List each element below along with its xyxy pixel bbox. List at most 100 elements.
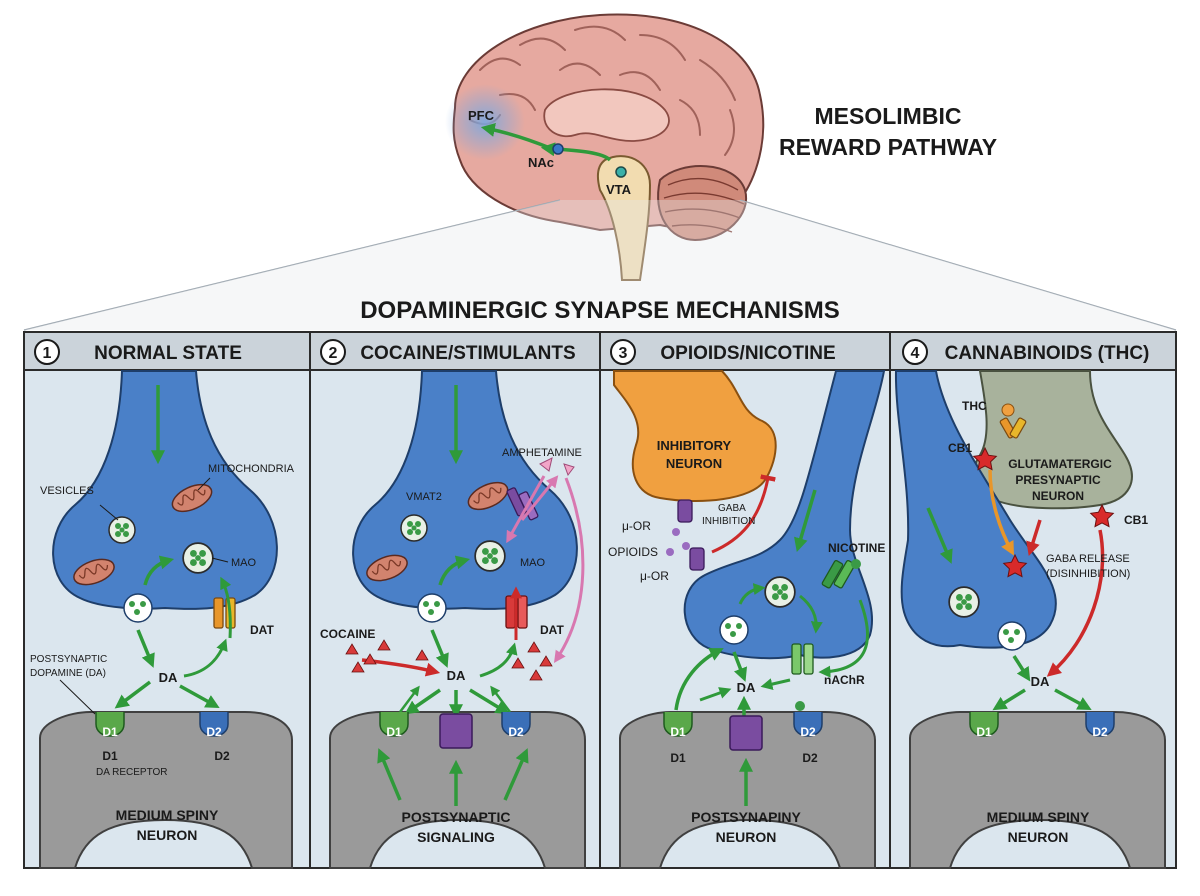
panel3-inhibitory-neuron — [613, 370, 777, 502]
panel4-glutamatergic-neuron — [972, 370, 1133, 510]
brain-illustration: PFC NAc VTA — [445, 13, 765, 281]
panel2-signaling-protein — [439, 713, 473, 749]
panel2-d1-badge: D1 — [386, 725, 402, 739]
panel1-dat — [213, 597, 224, 629]
panel3-gaba-label2: INHIBITION — [702, 516, 755, 527]
panel3-inhibitory-label1: INHIBITORY — [657, 438, 732, 453]
panel3-mu-or-label-b: μ-OR — [640, 569, 669, 583]
panel4-neuron-label2: NEURON — [1008, 829, 1069, 845]
panel2-d2-badge: D2 — [508, 725, 524, 739]
panel4-neuron-label1: MEDIUM SPINY — [987, 809, 1090, 825]
panel4-da-label: DA — [1031, 674, 1050, 689]
panel1-dat-label: DAT — [250, 623, 274, 637]
panel1-da-receptor-label: DA RECEPTOR — [96, 767, 168, 778]
panel1-vesicles-label: VESICLES — [40, 485, 94, 497]
cerebellum-folia — [663, 177, 745, 233]
nac-label: NAc — [528, 155, 554, 170]
panel3-neuron-label1: POSTSYNAPINY — [691, 809, 801, 825]
panel2-vesicle — [400, 514, 428, 542]
nac-to-pfc-arrow — [480, 123, 551, 150]
panel4-glut-label3: NEURON — [1032, 489, 1084, 503]
panel4-title: CANNABINOIDS (THC) — [945, 343, 1150, 364]
panel4-cannabinoids: D1 D2 THC CB1 CB1 GLUTAMATERGIC PRESYNAP… — [894, 370, 1166, 869]
vta-label: VTA — [606, 182, 632, 197]
panel3-da-label: DA — [737, 680, 756, 695]
panel1-neuron-label2: NEURON — [137, 827, 198, 843]
panel3-number: 3 — [619, 345, 628, 362]
panel1-mitochondria-label: MITOCHONDRIA — [208, 463, 295, 475]
panel4-thc-label: THC — [962, 399, 987, 413]
panel3-d2-label: D2 — [802, 751, 818, 765]
panel2-number-badge — [320, 339, 346, 365]
panel4-glut-label2: PRESYNAPTIC — [1015, 473, 1101, 487]
panel1-postsyn-label1: POSTSYNAPTIC — [30, 654, 107, 665]
vta-node — [615, 166, 627, 178]
panel1-d1-label: D1 — [102, 749, 118, 763]
panel4-number: 4 — [911, 345, 920, 362]
panel4-cb1-label-a: CB1 — [948, 441, 972, 455]
panel1-number-badge — [34, 339, 60, 365]
panel2-mao-label: MAO — [520, 557, 546, 569]
panel1-postsyn-label2: DOPAMINE (DA) — [30, 668, 106, 679]
panel2-number: 2 — [329, 345, 338, 362]
panel3-nicotine-label: NICOTINE — [828, 541, 885, 555]
panel1-title: NORMAL STATE — [94, 343, 242, 364]
panel3-neuron-label2: NEURON — [716, 829, 777, 845]
pfc-label: PFC — [468, 108, 495, 123]
panel4-d1-badge: D1 — [976, 725, 992, 739]
pathway-title-line1: MESOLIMBIC — [815, 103, 962, 129]
panel4-gaba-label2: (DISINHIBITION) — [1046, 568, 1130, 580]
panel1-normal-state: D1 D2 VESICLES MITOCHONDRIA MAO DAT DA P… — [30, 370, 295, 869]
panel2-neuron-label2: SIGNALING — [417, 829, 495, 845]
panel3-mu-or-label-a: μ-OR — [622, 519, 651, 533]
panel3-mu-or-a — [677, 499, 693, 523]
panel3-presynaptic-terminal — [683, 370, 886, 660]
panel3-opioids-nicotine: D1 D2 INHIBITORY NEURON μ-OR OPIOIDS μ-O… — [608, 370, 886, 869]
panel1-da-label: DA — [159, 670, 178, 685]
corpus-callosum — [543, 88, 670, 142]
panel3-d1-badge: D1 — [670, 725, 686, 739]
panel2-vesicle-mao — [474, 540, 506, 572]
panel3-signaling-protein — [729, 715, 763, 751]
panel4-vesicle — [948, 586, 980, 618]
panel1-neuron-label1: MEDIUM SPINY — [116, 807, 219, 823]
panel3-nachr-label: nAChR — [824, 673, 865, 687]
panel1-mao-label: MAO — [231, 557, 257, 569]
panel3-d1-label: D1 — [670, 751, 686, 765]
synapse-title: DOPAMINERGIC SYNAPSE MECHANISMS — [360, 297, 840, 324]
panel3-d2-badge: D2 — [800, 725, 816, 739]
panel2-neuron-label1: POSTSYNAPTIC — [402, 809, 511, 825]
panel2-da-label: DA — [447, 668, 466, 683]
panel3-vesicle — [764, 576, 796, 608]
panel1-postsynaptic-neuron — [39, 711, 293, 869]
panel4-cb1-star-c — [1002, 553, 1028, 578]
panel3-opioids-label: OPIOIDS — [608, 545, 658, 559]
panel4-postsynaptic-neuron — [909, 711, 1166, 869]
panel3-title: OPIOIDS/NICOTINE — [660, 343, 835, 364]
projection-shade — [24, 200, 1176, 330]
panel1-d1-badge: D1 — [102, 725, 118, 739]
panel4-number-badge — [902, 339, 928, 365]
panel1-d2-label: D2 — [214, 749, 230, 763]
panel1-d2-badge: D2 — [206, 725, 222, 739]
panel2-cocaine-stimulants: D1 D2 VMAT2 AMPHETAMINE MAO DAT COCAINE … — [320, 370, 586, 869]
panel3-nachr — [791, 643, 802, 675]
panel4-presynaptic-terminal — [894, 370, 1057, 649]
panel1-vesicle-mao — [182, 542, 214, 574]
pathway-title-line2: REWARD PATHWAY — [779, 134, 997, 160]
panel1-number: 1 — [43, 345, 52, 362]
panel-headers: 1 NORMAL STATE 2 COCAINE/STIMULANTS 3 OP… — [34, 339, 1150, 365]
panel2-amphetamine-label: AMPHETAMINE — [502, 447, 582, 459]
panel3-inhibitory-label2: NEURON — [666, 456, 722, 471]
panel2-vmat2-label: VMAT2 — [406, 491, 442, 503]
panel3-mu-or-b — [689, 547, 705, 571]
panel3-gaba-label1: GABA — [718, 503, 746, 514]
panel1-presynaptic-terminal — [52, 370, 278, 610]
panel2-dat — [505, 595, 516, 629]
projection-lines — [23, 199, 1177, 331]
cerebellum — [657, 165, 748, 242]
panel4-gaba-label1: GABA RELEASE — [1046, 553, 1130, 565]
panel2-cocaine-molecules — [345, 639, 553, 681]
panel4-d2-badge: D2 — [1092, 725, 1108, 739]
